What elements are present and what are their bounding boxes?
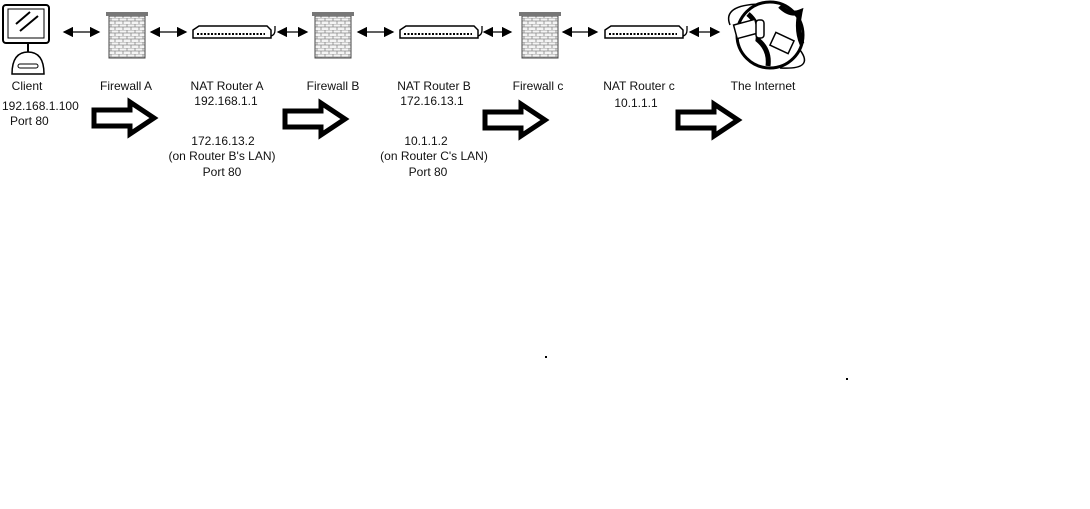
- nat-router-b-ip: 172.16.13.1: [400, 94, 464, 108]
- nat-router-a-port: Port 80: [202, 165, 242, 179]
- flow-arrow: [285, 103, 345, 135]
- stray-dot: [846, 378, 848, 380]
- nat-router-a-wan-note: (on Router B's LAN): [168, 149, 276, 163]
- router-icon: [604, 25, 688, 39]
- client-port: Port 80: [10, 114, 49, 128]
- firewall-icon: [311, 11, 355, 59]
- internet-label: The Internet: [730, 79, 796, 93]
- flow-arrow: [94, 102, 154, 134]
- nat-router-b-wan-ip: 10.1.1.2: [404, 134, 448, 148]
- router-icon: [399, 25, 483, 39]
- flow-arrow: [678, 104, 738, 136]
- nat-router-c-ip: 10.1.1.1: [614, 96, 658, 110]
- firewall-icon: [518, 11, 562, 59]
- nat-router-b-wan-note: (on Router C's LAN): [380, 149, 488, 163]
- firewall-icon: [105, 11, 149, 59]
- firewall-a-label: Firewall A: [99, 79, 153, 93]
- nat-router-b-port: Port 80: [408, 165, 448, 179]
- nat-router-a-label: NAT Router A: [190, 79, 264, 93]
- client-label: Client: [11, 79, 43, 93]
- firewall-c-label: Firewall c: [512, 79, 564, 93]
- router-icon: [192, 25, 276, 39]
- nat-router-c-label: NAT Router c: [603, 79, 675, 93]
- nat-router-b-label: NAT Router B: [397, 79, 471, 93]
- monitor-icon: [2, 4, 50, 75]
- nat-router-a-wan-ip: 172.16.13.2: [191, 134, 255, 148]
- flow-arrow: [485, 104, 545, 136]
- stray-dot: [545, 356, 547, 358]
- client-ip: 192.168.1.100: [2, 99, 79, 113]
- globe-icon: [727, 0, 806, 70]
- nat-router-a-ip: 192.168.1.1: [194, 94, 258, 108]
- firewall-b-label: Firewall B: [306, 79, 360, 93]
